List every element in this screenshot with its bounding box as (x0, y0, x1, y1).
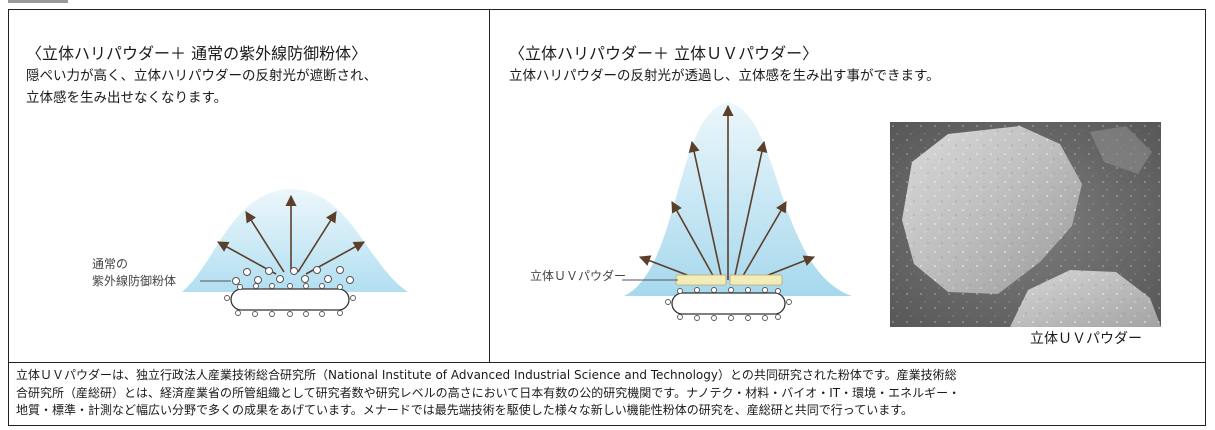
left-label-line-1: 通常の (92, 257, 128, 271)
right-panel-title: 〈立体ハリパウダー＋ 立体ＵＶパウダー〉 (509, 44, 819, 63)
right-flake-coating (665, 287, 792, 321)
left-label-line-2: 紫外線防御粉体 (92, 273, 176, 288)
left-panel-title: 〈立体ハリパウダー＋ 通常の紫外線防御粉体〉 (26, 44, 368, 63)
right-reflection-glow (624, 103, 852, 296)
left-reflection-glow (182, 189, 408, 292)
right-diagram: 立体ＵＶパウダー (530, 103, 852, 321)
right-uv-powder-label: 立体ＵＶパウダー (530, 268, 626, 283)
left-diagram: 通常の 紫外線防御粉体 (92, 189, 408, 317)
left-flake-coating (224, 283, 356, 317)
left-hari-powder-flake (230, 288, 350, 311)
footer-line-2: 合研究所（産総研）とは、経済産業省の所管組織として研究者数や研究レベルの高さにお… (16, 385, 961, 400)
right-uv-powder-platelets (675, 274, 783, 286)
sem-micrograph (890, 122, 1161, 327)
sem-photo-caption: 立体ＵＶパウダー (1030, 331, 1142, 347)
footer-line-3: 地質・標準・計測など幅広い分野で多くの成果をあげています。メナードでは最先端技術… (16, 403, 914, 417)
content-frame (8, 9, 1206, 426)
panel-divider-vertical (489, 9, 490, 363)
left-uv-particles (232, 266, 354, 285)
top-edge-fragment (8, 0, 68, 3)
right-panel-description: 立体ハリパウダーの反射光が透過し、立体感を生み出す事ができます。 (509, 68, 940, 84)
panel-divider-horizontal (8, 362, 1206, 363)
left-panel-description-line-1: 隠ぺい力が高く、立体ハリパウダーの反射光が遮断され、 (26, 68, 378, 84)
footer-description: 立体ＵＶパウダーは、独立行政法人産業技術総合研究所（National Insti… (16, 367, 1201, 420)
left-panel-description-line-2: 立体感を生み出せなくなります。 (26, 90, 228, 106)
right-hari-powder-flake (671, 292, 786, 315)
footer-line-1: 立体ＵＶパウダーは、独立行政法人産業技術総合研究所（National Insti… (16, 368, 957, 382)
